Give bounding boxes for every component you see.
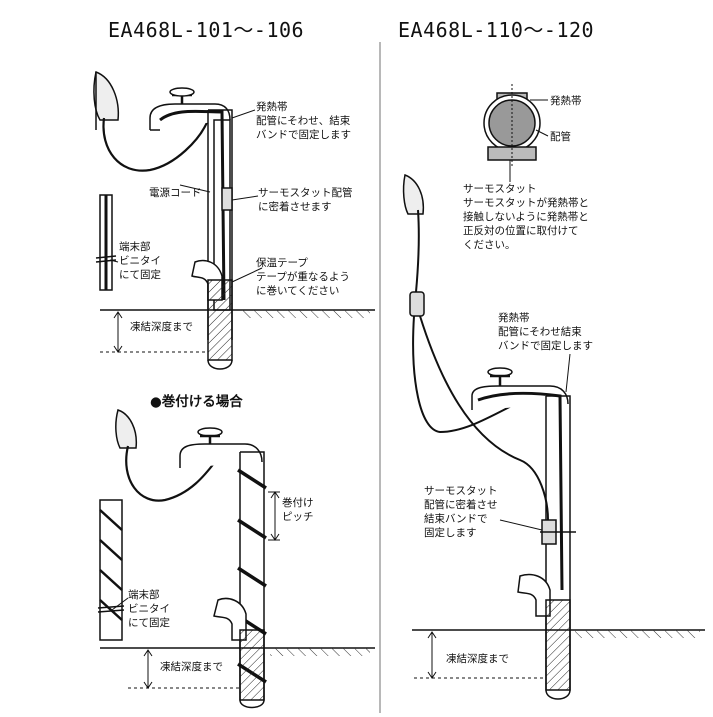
left-model-title: EA468L-101～-106 [108,18,305,42]
power-cord-label: 電源コード [149,187,202,199]
wrap-pitch-label: 巻付け ピッチ [282,497,314,523]
right-model-title: EA468L-110～-120 [398,18,595,42]
insulation-note: テープが重なるよう に巻いてください [256,271,350,297]
detail-heater-label: 発熱帯 [550,95,582,107]
heater-note: 配管にそわせ、結束 バンドで固定します [256,115,352,141]
thermostat-title: サーモスタット [463,183,537,195]
right-heater-note: 配管にそわせ結束 バンドで固定します [498,326,594,352]
heater-label: 発熱帯 [256,101,288,113]
frost-depth-label-right: 凍結深度まで [446,653,509,665]
left-bottom-figure [97,409,375,709]
detail-pipe-label: 配管 [550,131,571,143]
frost-depth-label-bottom: 凍結深度まで [160,661,223,673]
wrap-case-subtitle: ●巻付ける場合 [150,394,243,410]
frost-depth-label: 凍結深度まで [130,321,193,333]
right-figure [402,84,705,700]
terminal-note: 端末部 ビニタイ にて固定 [119,241,161,281]
thermostat-note: サーモスタット配管 に密着させます [258,187,353,213]
right-thermostat-title: サーモスタット [424,485,498,497]
insulation-tape-label: 保温テープ [256,257,308,269]
right-thermostat-note: 配管に密着させ 結束バンドで 固定します [424,499,498,539]
terminal-note-bottom: 端末部 ビニタイ にて固定 [128,589,170,629]
left-top-figure [93,70,375,370]
thermostat-placement-note: サーモスタットが発熱帯と 接触しないように発熱帯と 正反対の位置に取付けて くだ… [463,197,589,251]
right-heater-label: 発熱帯 [498,312,530,324]
